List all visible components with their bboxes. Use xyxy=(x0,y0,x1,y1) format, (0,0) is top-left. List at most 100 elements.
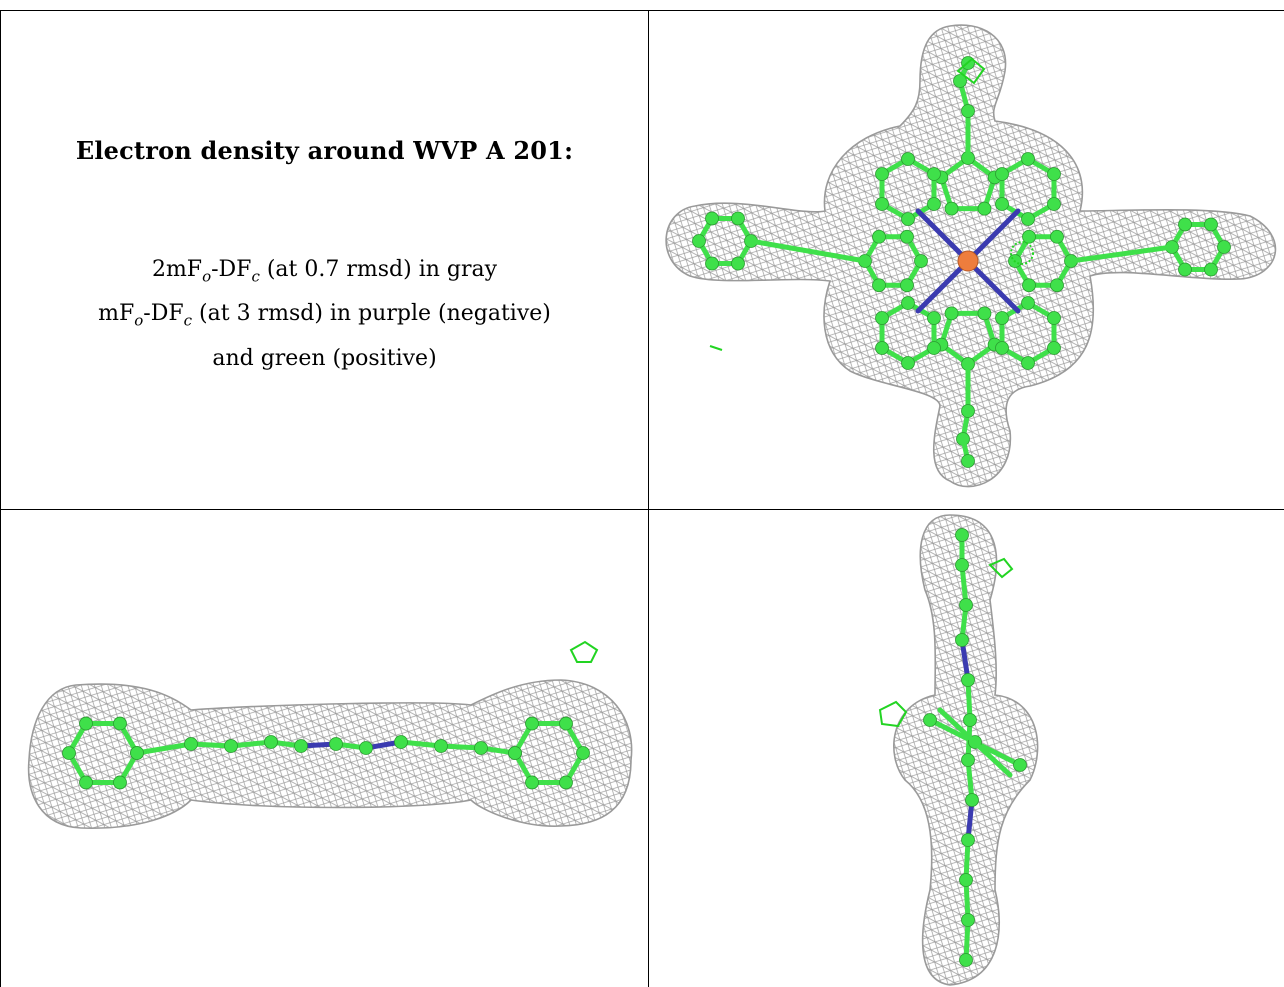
atom xyxy=(900,278,914,293)
bond xyxy=(937,707,1013,778)
atom xyxy=(959,953,973,967)
atom xyxy=(955,633,969,647)
atom xyxy=(944,201,959,216)
bond xyxy=(915,208,971,264)
figure-title: Electron density around WVP A 201: xyxy=(75,136,574,165)
atom xyxy=(961,104,975,118)
atom xyxy=(923,713,937,727)
atom xyxy=(1178,217,1192,232)
atom xyxy=(1047,341,1061,355)
atom xyxy=(559,775,573,790)
atom xyxy=(995,311,1009,325)
atom xyxy=(1013,758,1027,772)
positive-density xyxy=(569,640,599,663)
atom xyxy=(959,598,973,612)
atom xyxy=(130,746,144,760)
atom xyxy=(705,211,719,226)
density-mesh xyxy=(27,679,633,829)
atom xyxy=(927,167,941,181)
atom xyxy=(961,753,975,767)
atom xyxy=(1021,212,1035,226)
positive-density xyxy=(1010,241,1034,265)
atom xyxy=(224,739,238,753)
atom xyxy=(79,716,93,731)
atom xyxy=(525,716,539,731)
atom xyxy=(62,746,76,760)
atom xyxy=(901,356,915,370)
atom xyxy=(79,775,93,790)
atom xyxy=(961,913,975,927)
atom xyxy=(872,229,886,244)
atom xyxy=(329,737,343,751)
atom xyxy=(1047,197,1061,211)
atom xyxy=(961,673,975,687)
density-panel-top-view xyxy=(665,24,1277,488)
atom xyxy=(900,229,914,244)
atom xyxy=(394,735,408,749)
atom xyxy=(961,454,975,468)
atom xyxy=(576,746,590,760)
atom xyxy=(977,306,992,321)
bond xyxy=(1068,244,1175,264)
positive-density xyxy=(988,557,1014,579)
atom xyxy=(184,737,198,751)
bond xyxy=(748,238,868,264)
atom xyxy=(705,256,719,271)
legend-line-2fo: 2mFo-DFc (at 0.7 rmsd) in gray xyxy=(151,257,498,286)
bond xyxy=(965,208,1021,264)
atom xyxy=(1047,167,1061,181)
atom xyxy=(875,197,889,211)
positive-density xyxy=(709,345,723,351)
atom xyxy=(872,278,886,293)
atom xyxy=(977,201,992,216)
atom xyxy=(508,746,522,760)
atom xyxy=(1021,296,1035,310)
legend-line-fo: mFo-DFc (at 3 rmsd) in purple (negative) xyxy=(98,301,551,330)
atom xyxy=(1050,229,1064,244)
atom xyxy=(927,341,941,355)
atom xyxy=(1022,229,1036,244)
density-mesh xyxy=(893,514,1039,986)
atom xyxy=(995,341,1009,355)
atom xyxy=(995,197,1009,211)
legend-line-green: and green (positive) xyxy=(212,345,437,371)
bond xyxy=(965,258,1021,314)
atom xyxy=(914,254,928,268)
atom xyxy=(1047,311,1061,325)
bond xyxy=(915,258,971,314)
atom xyxy=(901,212,915,226)
table-divider-horizontal xyxy=(0,509,1284,510)
atom xyxy=(965,793,979,807)
density-panel-edge-view xyxy=(878,514,1039,986)
atom xyxy=(961,404,975,418)
bond xyxy=(134,741,194,756)
atom xyxy=(875,341,889,355)
metal-atom xyxy=(957,250,979,272)
atom xyxy=(1022,278,1036,293)
atom xyxy=(963,713,977,727)
atom xyxy=(927,197,941,211)
atom xyxy=(264,735,278,749)
atom xyxy=(875,167,889,181)
atom xyxy=(359,741,373,755)
atom xyxy=(1204,217,1218,232)
atom xyxy=(1217,240,1231,254)
atom xyxy=(875,311,889,325)
atom xyxy=(692,234,706,248)
atom xyxy=(955,558,969,572)
caption-cell: Electron density around WVP A 201: 2mFo-… xyxy=(1,11,648,508)
atom xyxy=(1021,152,1035,166)
atom xyxy=(927,311,941,325)
density-panel-side-view xyxy=(27,640,633,829)
atom xyxy=(559,716,573,731)
atom xyxy=(1204,262,1218,277)
atom xyxy=(1050,278,1064,293)
atom xyxy=(731,256,745,271)
atom xyxy=(731,211,745,226)
atom xyxy=(944,306,959,321)
atom xyxy=(525,775,539,790)
atom xyxy=(474,741,488,755)
atom xyxy=(294,739,308,753)
atom xyxy=(434,739,448,753)
